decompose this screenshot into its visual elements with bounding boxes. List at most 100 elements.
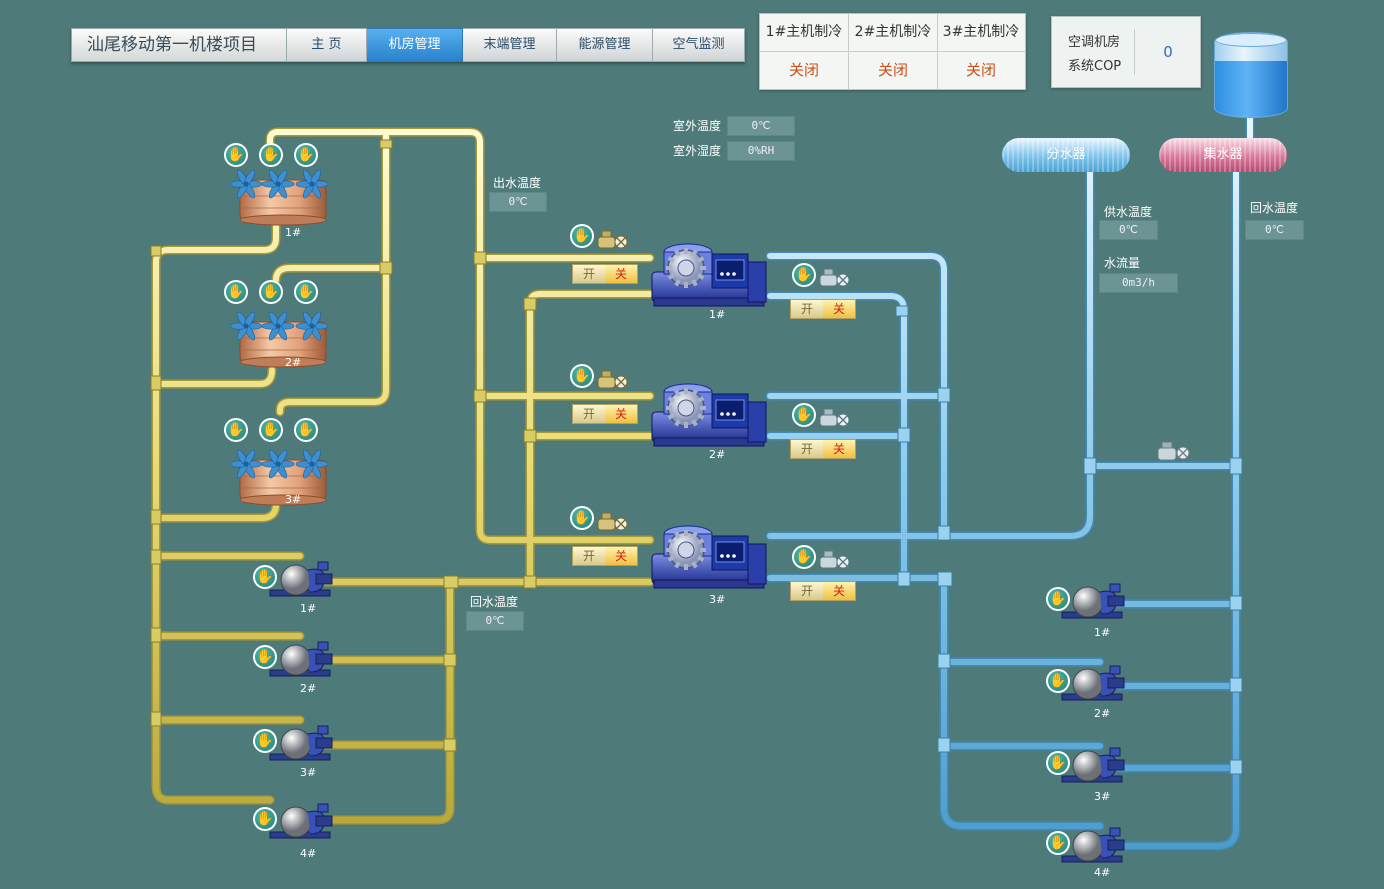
chiller-2-cooling-manual-icon[interactable]: ✋	[570, 364, 594, 388]
switch-off[interactable]: 关	[823, 582, 855, 600]
switch-off[interactable]: 关	[605, 547, 637, 565]
tower-1-manual-icon[interactable]: ✋	[224, 143, 248, 167]
cooling-pump-1-manual-icon[interactable]: ✋	[253, 565, 277, 589]
chiller-3-cooling-valve-icon[interactable]	[596, 512, 628, 534]
chiller-status-panel: 1#主机制冷 关闭 2#主机制冷 关闭 3#主机制冷 关闭	[759, 13, 1026, 90]
outdoor-humidity-label: 室外湿度	[673, 144, 722, 158]
chiller-1-chilled-valve-icon[interactable]	[818, 268, 850, 290]
hand-glyph: ✋	[1049, 835, 1067, 851]
cooling-return-temp-label: 回水温度	[470, 595, 519, 609]
water-flow-label: 水流量	[1104, 256, 1141, 270]
chilled-pump-3-icon[interactable]	[1058, 746, 1128, 790]
switch-on[interactable]: 开	[573, 547, 605, 565]
chiller-1-chilled-switch[interactable]: 开关	[790, 299, 856, 319]
hand-glyph: ✋	[297, 147, 315, 163]
chiller-3-cooling-manual-icon[interactable]: ✋	[570, 506, 594, 530]
outlet-temp-value: 0℃	[489, 192, 547, 212]
cooling-pump-1-icon[interactable]	[266, 560, 336, 604]
chilled-pump-3-manual-icon[interactable]: ✋	[1046, 751, 1070, 775]
chiller-2-label: 2#	[709, 448, 726, 461]
chilled-pump-2-label: 2#	[1094, 707, 1111, 720]
cooling-pump-4-icon[interactable]	[266, 802, 336, 846]
chiller-3-icon[interactable]	[648, 520, 772, 596]
chilled-pump-1-manual-icon[interactable]: ✋	[1046, 587, 1070, 611]
chilled-pump-4-label: 4#	[1094, 866, 1111, 879]
bypass-valve-icon[interactable]	[1156, 442, 1190, 464]
switch-off[interactable]: 关	[605, 405, 637, 423]
tab-energy[interactable]: 能源管理	[557, 28, 653, 62]
outdoor-humidity-value: 0%RH	[727, 141, 795, 161]
chiller-2-chilled-switch[interactable]: 开关	[790, 439, 856, 459]
switch-on[interactable]: 开	[573, 265, 605, 283]
chiller-3-chilled-manual-icon[interactable]: ✋	[792, 545, 816, 569]
chilled-return-temp-label: 回水温度	[1250, 201, 1299, 215]
chiller-3-cooling-switch[interactable]: 开关	[572, 546, 638, 566]
cooling-pump-3-icon[interactable]	[266, 724, 336, 768]
chiller-3-status-value: 关闭	[965, 61, 996, 79]
chiller-3-chilled-switch[interactable]: 开关	[790, 581, 856, 601]
chiller-1-status: 1#主机制冷 关闭	[760, 14, 849, 89]
switch-on[interactable]: 开	[573, 405, 605, 423]
hand-glyph: ✋	[573, 368, 591, 384]
tab-machine-room[interactable]: 机房管理	[367, 28, 463, 62]
tower-3-manual-icon-2[interactable]: ✋	[259, 418, 283, 442]
cooling-pump-3-manual-icon[interactable]: ✋	[253, 729, 277, 753]
tower-1-manual-icon-2[interactable]: ✋	[259, 143, 283, 167]
tab-terminal[interactable]: 末端管理	[463, 28, 557, 62]
switch-on[interactable]: 开	[791, 300, 823, 318]
hand-glyph: ✋	[262, 147, 280, 163]
tower-3-manual-icon-3[interactable]: ✋	[294, 418, 318, 442]
chiller-1-label: 1#	[709, 308, 726, 321]
tower-3-manual-icon[interactable]: ✋	[224, 418, 248, 442]
chilled-pump-1-icon[interactable]	[1058, 582, 1128, 626]
switch-off[interactable]: 关	[605, 265, 637, 283]
cooling-tower-2-icon[interactable]	[218, 298, 338, 372]
tower-2-manual-icon[interactable]: ✋	[224, 280, 248, 304]
tower-1-manual-icon-3[interactable]: ✋	[294, 143, 318, 167]
chiller-1-icon[interactable]	[648, 238, 772, 314]
hand-glyph: ✋	[227, 147, 245, 163]
chilled-pump-2-icon[interactable]	[1058, 664, 1128, 708]
tab-home[interactable]: 主 页	[287, 28, 367, 62]
tower-2-manual-icon-2[interactable]: ✋	[259, 280, 283, 304]
switch-off[interactable]: 关	[823, 440, 855, 458]
tower-2-manual-icon-3[interactable]: ✋	[294, 280, 318, 304]
chiller-1-cooling-valve-icon[interactable]	[596, 230, 628, 252]
hand-glyph: ✋	[227, 422, 245, 438]
chiller-1-cooling-manual-icon[interactable]: ✋	[570, 224, 594, 248]
cooling-tower-1-label: 1#	[285, 226, 302, 239]
switch-on[interactable]: 开	[791, 582, 823, 600]
chilled-pump-2-manual-icon[interactable]: ✋	[1046, 669, 1070, 693]
chiller-1-chilled-manual-icon[interactable]: ✋	[792, 263, 816, 287]
chiller-2-cooling-valve-icon[interactable]	[596, 370, 628, 392]
chiller-3-chilled-valve-icon[interactable]	[818, 550, 850, 572]
hand-glyph: ✋	[1049, 755, 1067, 771]
hand-glyph: ✋	[227, 284, 245, 300]
chiller-2-cooling-switch[interactable]: 开关	[572, 404, 638, 424]
cop-value: 0	[1163, 43, 1173, 61]
chiller-2-icon[interactable]	[648, 378, 772, 454]
hand-glyph: ✋	[256, 649, 274, 665]
cooling-tower-1-icon[interactable]	[218, 156, 338, 230]
hand-glyph: ✋	[1049, 673, 1067, 689]
cooling-pump-2-manual-icon[interactable]: ✋	[253, 645, 277, 669]
chiller-2-chilled-valve-icon[interactable]	[818, 408, 850, 430]
switch-off[interactable]: 关	[823, 300, 855, 318]
hand-glyph: ✋	[262, 284, 280, 300]
hand-glyph: ✋	[256, 811, 274, 827]
supply-manifold: 分水器	[1002, 138, 1130, 172]
chiller-1-cooling-switch[interactable]: 开关	[572, 264, 638, 284]
chiller-2-chilled-manual-icon[interactable]: ✋	[792, 403, 816, 427]
hand-glyph: ✋	[297, 284, 315, 300]
hand-glyph: ✋	[256, 733, 274, 749]
switch-on[interactable]: 开	[791, 440, 823, 458]
chilled-pump-4-icon[interactable]	[1058, 826, 1128, 870]
cooling-pump-2-icon[interactable]	[266, 640, 336, 684]
cooling-pump-4-manual-icon[interactable]: ✋	[253, 807, 277, 831]
tab-air-monitor[interactable]: 空气监测	[653, 28, 745, 62]
chilled-pump-4-manual-icon[interactable]: ✋	[1046, 831, 1070, 855]
hand-glyph: ✋	[795, 267, 813, 283]
cooling-tower-3-label: 3#	[285, 493, 302, 506]
cooling-tower-3-icon[interactable]	[218, 436, 338, 510]
